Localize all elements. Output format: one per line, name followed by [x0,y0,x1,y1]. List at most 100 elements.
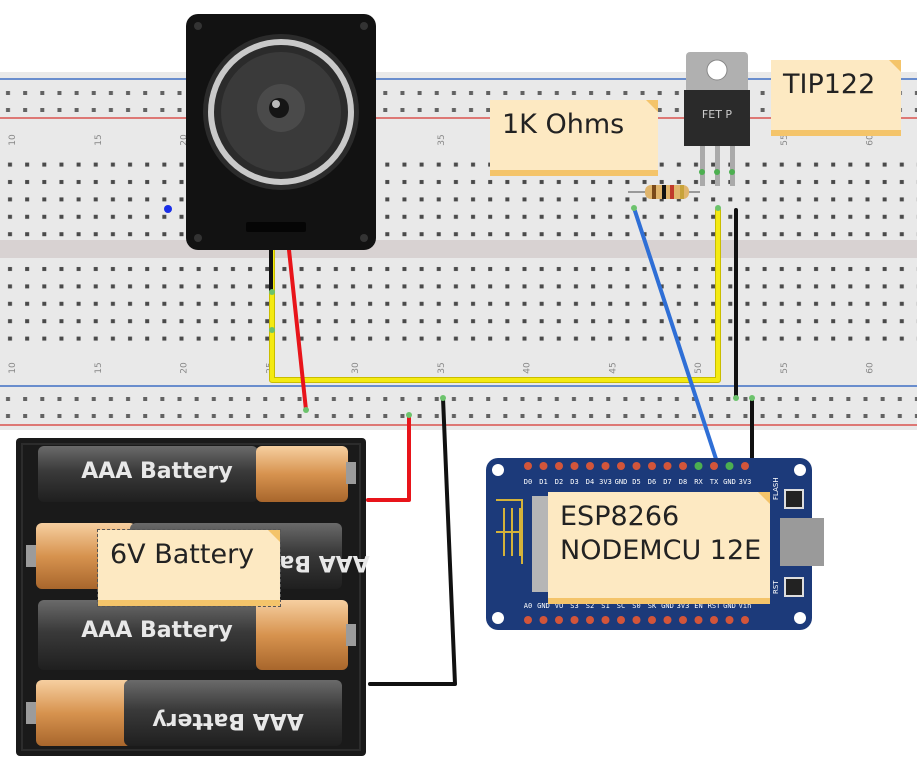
board-pin-label: SK [648,602,657,610]
board-pin-label: S0 [632,602,640,610]
column-number: 60 [866,362,876,374]
board-pin-label: RST [708,602,721,610]
battery-red-wire [366,413,411,502]
board-label-line2: NODEMCU 12E [560,535,762,566]
board-pin-label: GND [723,602,736,610]
column-number: 15 [94,134,104,145]
board-pin-label: S3 [570,602,578,610]
board-pin-label: TX [710,478,719,486]
board-pin[interactable] [586,462,594,470]
battery-label-note: 6V Battery [97,529,281,607]
board-pin-label: 3V3 [739,478,752,486]
board-pin[interactable] [555,616,563,624]
board-pin[interactable] [663,616,672,624]
board-pin[interactable] [617,616,625,624]
board-pin-label: RX [694,478,703,486]
board-label-line1: ESP8266 [560,501,680,532]
speaker [186,14,376,250]
board-pin[interactable] [710,462,718,470]
board-pin-label: Vin [739,602,752,610]
board-pin-label: VU [555,602,563,610]
board-pin[interactable] [648,462,656,470]
column-number: 55 [780,134,790,145]
breadboard: 1010151520202525303035354040454550505555… [0,72,917,430]
board-pin[interactable] [539,462,548,470]
battery-black-wire [368,396,457,686]
column-number: 20 [180,134,190,146]
blue-wire [632,206,720,467]
transistor-tip122: FET P [684,52,750,186]
board-pin[interactable] [725,616,734,624]
battery-cell-1: AAA Battery [38,446,356,502]
board-pin-label: S2 [586,602,594,610]
board-pin-label: D2 [555,478,563,486]
battery-cell-label: AAA Battery [81,459,233,484]
board-pin[interactable] [632,616,641,624]
board-pin[interactable] [694,462,703,470]
wires [269,205,755,686]
board-pin-label: 3V3 [599,478,612,486]
rst-button-label: RST [772,580,780,594]
column-number: 20 [180,362,190,374]
column-number: 15 [94,362,104,373]
board-pin-label: D4 [586,478,594,486]
board-pin[interactable] [586,616,594,624]
column-number: 35 [437,362,447,373]
board-pin[interactable] [694,616,703,624]
board-pin-label: D8 [679,478,687,486]
board-pin[interactable] [601,616,610,624]
board-pin-label: 3V3 [677,602,690,610]
column-number: 35 [437,134,447,145]
board-pin[interactable] [524,616,532,624]
board-pin-label: GND [537,602,550,610]
board-pin-label: D1 [539,478,547,486]
board-pin[interactable] [679,462,687,470]
board-pin[interactable] [741,462,749,470]
board-pin[interactable] [663,462,672,470]
board-pin-label: S1 [601,602,609,610]
board-pin-label: D6 [648,478,656,486]
column-number: 10 [8,362,18,374]
board-pin[interactable] [648,616,656,624]
board-pin[interactable] [524,462,532,470]
board-pin[interactable] [710,616,718,624]
resistor-label-note: 1K Ohms [490,100,658,176]
column-number: 60 [866,134,876,146]
board-pin[interactable] [570,616,579,624]
battery-cell-4: AAA Battery [26,680,342,746]
board-pin-label: GND [615,478,628,486]
resistor [628,185,700,199]
board-pin[interactable] [725,462,734,470]
board-pin[interactable] [555,462,563,470]
board-pin[interactable] [741,616,749,624]
board-pin-label: SC [617,602,625,610]
board-pin-label: GND [723,478,736,486]
transistor-label-note: TIP122 [771,60,901,136]
board-pin-label: D7 [663,478,671,486]
board-pin[interactable] [617,462,625,470]
speaker-red-wire [287,248,308,412]
board-pin[interactable] [679,616,687,624]
column-number: 45 [608,362,618,373]
board-pin-label: GND [661,602,674,610]
board-pin-label: D3 [570,478,578,486]
board-pin[interactable] [601,462,610,470]
board-pin-label: D0 [524,478,532,486]
column-number: 55 [780,362,790,373]
board-pin-label: EN [694,602,702,610]
board-pin[interactable] [539,616,548,624]
board-pin[interactable] [632,462,641,470]
yellow-wire [270,208,720,382]
board-pin[interactable] [570,462,579,470]
board-pin-label: D5 [632,478,640,486]
center-gutter [0,240,917,258]
battery-label: 6V Battery [110,539,255,570]
transistor-marking: FET P [702,108,732,121]
column-number: 10 [8,134,18,146]
board-pin-label: A0 [524,602,532,610]
marker-dot [164,205,172,213]
transistor-label: TIP122 [783,69,876,100]
flash-button-label: FLASH [772,477,780,500]
battery-cell-3: AAA Battery [38,600,356,670]
